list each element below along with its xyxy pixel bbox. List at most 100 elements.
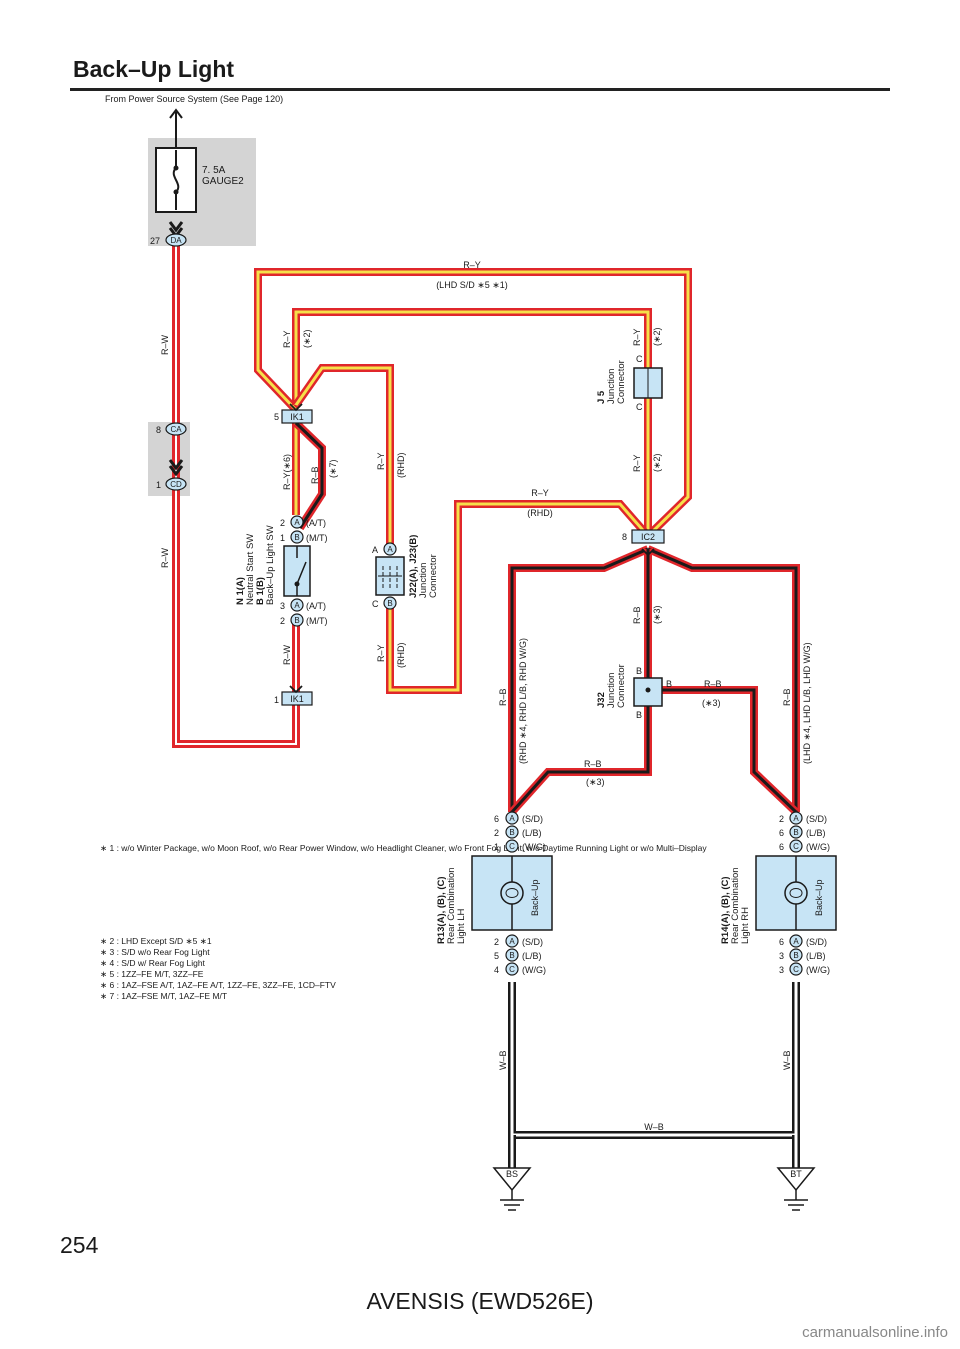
label-rb-left: R–B <box>498 688 508 706</box>
svg-text:2: 2 <box>779 814 784 824</box>
svg-text:B: B <box>387 599 392 608</box>
svg-text:C: C <box>636 402 643 412</box>
ic2-connector <box>631 529 665 557</box>
svg-text:Neutral Start SW: Neutral Start SW <box>245 534 256 605</box>
svg-text:(W/G): (W/G) <box>522 965 546 975</box>
svg-text:4: 4 <box>494 965 499 975</box>
lamp-lh-top-pins: 6 A (S/D) 2 B (L/B) <box>494 811 543 839</box>
svg-text:Junction: Junction <box>606 673 617 708</box>
ground-left-icon <box>492 1167 532 1211</box>
label-wb-left: W–B <box>498 1050 508 1070</box>
wire-rb-j32-right <box>654 686 799 815</box>
svg-text:J32: J32 <box>596 692 607 708</box>
svg-text:A: A <box>372 545 378 555</box>
footnotes-list: ∗ 2 : LHD Except S/D ∗5 ∗1 ∗ 3 : S/D w/o… <box>100 936 336 1001</box>
svg-text:2: 2 <box>280 616 285 626</box>
ground-right-code: BT <box>790 1169 802 1179</box>
ca-pin: 8 <box>156 425 161 435</box>
svg-text:6: 6 <box>779 842 784 852</box>
svg-text:B 1(B): B 1(B) <box>255 577 266 605</box>
svg-text:B: B <box>666 679 672 689</box>
label-ry-rhd-lower-note: (RHD) <box>396 643 406 669</box>
label-ry-rhd-mid: R–Y <box>531 488 549 498</box>
svg-text:J 5: J 5 <box>596 390 607 404</box>
svg-text:(S/D): (S/D) <box>522 814 543 824</box>
switch-labels: N 1(A) Neutral Start SW B 1(B) Back–Up L… <box>235 525 276 605</box>
ground-left-code: BS <box>506 1169 518 1179</box>
svg-text:3: 3 <box>280 601 285 611</box>
svg-text:B: B <box>294 616 299 625</box>
j32-junction-connector: B B B <box>633 666 672 720</box>
watermark-text[interactable]: carmanualsonline.info <box>802 1324 948 1341</box>
label-rb-j32-right-note: (∗3) <box>702 698 721 708</box>
label-j5-ry-upper: R–Y <box>632 328 642 346</box>
label-sw-rw: R–W <box>282 644 292 665</box>
ik1-bottom-connector <box>281 685 313 706</box>
switch-body <box>283 545 311 597</box>
svg-text:C: C <box>372 599 379 609</box>
label-ry-left: R–Y <box>282 330 292 348</box>
footnote-1: ∗ 1 : w/o Winter Package, w/o Moon Roof,… <box>100 843 707 853</box>
svg-text:Back–Up Light SW: Back–Up Light SW <box>265 525 276 605</box>
wire-ry-top-loop <box>254 268 692 539</box>
svg-text:5: 5 <box>494 951 499 961</box>
svg-text:C: C <box>636 354 643 364</box>
label-j5-ry-lower-note: (∗2) <box>652 453 662 472</box>
svg-text:B: B <box>294 533 299 542</box>
ic2-pin: 8 <box>622 532 627 542</box>
wire-ry-rhd-upper <box>292 364 394 550</box>
label-rb-j32-bottom: R–B <box>584 759 602 769</box>
label-rw-upper: R–W <box>160 334 170 355</box>
svg-text:(A/T): (A/T) <box>306 518 326 528</box>
label-rb-right: R–B <box>782 688 792 706</box>
fuse-symbol <box>155 147 197 213</box>
svg-text:(M/T): (M/T) <box>306 616 328 626</box>
svg-text:∗ 3 : S/D w/o Rear Fog Light: ∗ 3 : S/D w/o Rear Fog Light <box>100 947 210 957</box>
svg-text:(A/T): (A/T) <box>306 601 326 611</box>
j5-junction-connector: C C <box>633 354 663 412</box>
svg-text:N 1(A): N 1(A) <box>235 577 246 605</box>
label-ry-top: R–Y <box>463 260 481 270</box>
lamp-rh-function: Back–Up <box>814 879 824 916</box>
svg-text:∗ 6 : 1AZ–FSE A/T, 1AZ–FE A/T: ∗ 6 : 1AZ–FSE A/T, 1AZ–FE A/T, 1ZZ–FE, 3… <box>100 980 336 990</box>
da-pin: 27 <box>150 236 160 246</box>
cd-connector-badge <box>165 477 187 491</box>
switch-pins-top: 2 A (A/T) 1 B (M/T) <box>280 515 328 544</box>
ik1-bottom-pin: 1 <box>274 695 279 705</box>
svg-text:C: C <box>509 842 515 851</box>
svg-text:(W/G): (W/G) <box>522 842 546 852</box>
svg-text:C: C <box>509 965 515 974</box>
wire-rb-left <box>508 545 650 812</box>
svg-text:∗ 2 : LHD Except S/D ∗5 ∗1: ∗ 2 : LHD Except S/D ∗5 ∗1 <box>100 936 212 946</box>
j5-labels: J 5 Junction Connector <box>596 360 627 404</box>
lamp-lh-body <box>471 855 553 931</box>
ca-cd-chevrons <box>168 459 184 477</box>
svg-text:(L/B): (L/B) <box>806 828 826 838</box>
label-wb-right: W–B <box>782 1050 792 1070</box>
da-code: DA <box>170 236 182 245</box>
lamp-rh-top-pins: 2 A (S/D) 6 B (L/B) <box>779 811 827 839</box>
svg-text:R13(A), (B), (C): R13(A), (B), (C) <box>436 876 447 944</box>
label-rw-lower: R–W <box>160 547 170 568</box>
svg-text:A: A <box>294 601 300 610</box>
svg-text:(L/B): (L/B) <box>522 828 542 838</box>
label-rb-j32-top-note: (∗3) <box>652 605 662 624</box>
svg-text:B: B <box>509 828 514 837</box>
svg-text:Junction: Junction <box>606 369 617 404</box>
svg-text:1: 1 <box>494 842 499 852</box>
svg-text:(W/G): (W/G) <box>806 842 830 852</box>
svg-text:∗ 4 : S/D w/ Rear Fog Light: ∗ 4 : S/D w/ Rear Fog Light <box>100 958 206 968</box>
svg-text:C: C <box>793 842 799 851</box>
svg-text:(S/D): (S/D) <box>522 937 543 947</box>
svg-text:∗ 7 : 1AZ–FSE M/T, 1AZ–FE M/T: ∗ 7 : 1AZ–FSE M/T, 1AZ–FE M/T <box>100 991 227 1001</box>
svg-text:A: A <box>509 814 515 823</box>
cd-code: CD <box>170 480 182 489</box>
j32-labels: J32 Junction Connector <box>596 664 627 708</box>
label-rb-j32-top: R–B <box>632 606 642 624</box>
power-source-note: From Power Source System (See Page 120) <box>105 94 284 104</box>
ic2-code: IC2 <box>641 532 655 542</box>
svg-text:6: 6 <box>494 814 499 824</box>
cd-pin: 1 <box>156 480 161 490</box>
svg-text:Light LH: Light LH <box>456 908 467 944</box>
